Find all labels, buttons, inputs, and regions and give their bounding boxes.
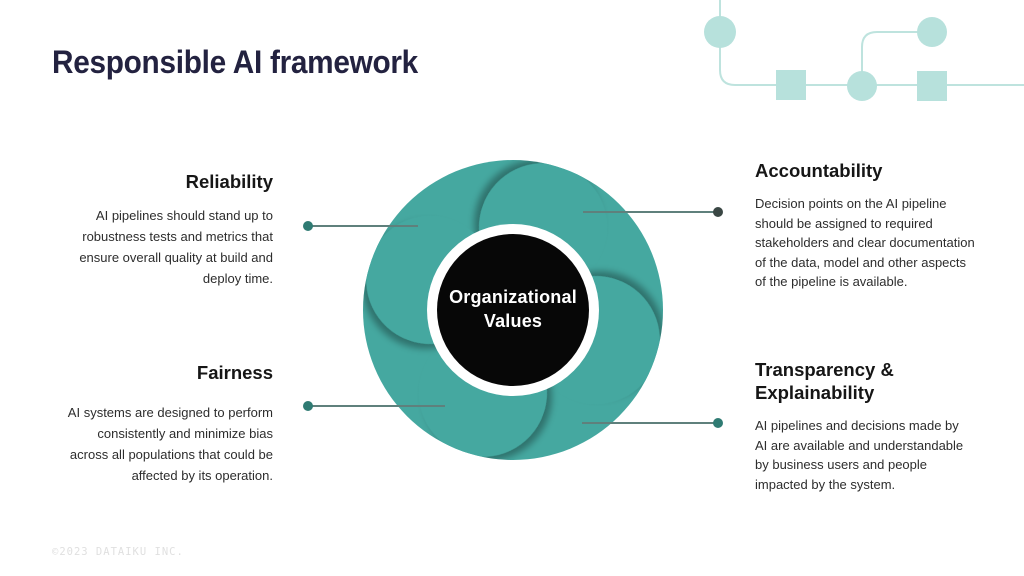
section-accountability: Accountability Decision points on the AI… xyxy=(755,159,977,292)
section-body: AI pipelines should stand up to robustne… xyxy=(79,208,273,286)
section-transparency: Transparency & Explainability AI pipelin… xyxy=(755,358,970,494)
pipeline-decoration xyxy=(704,0,1024,101)
decor-flow-line xyxy=(719,0,1024,86)
connector-line-fairness xyxy=(308,405,445,407)
decor-circle-icon xyxy=(917,17,947,47)
decor-circle-icon xyxy=(847,71,877,101)
organizational-values-diagram xyxy=(363,160,663,460)
connector-dot-accountability xyxy=(713,207,723,217)
copyright-footer: ©2023 DATAIKU INC. xyxy=(52,546,184,558)
connector-line-transparency xyxy=(582,422,718,424)
decor-circle-icon xyxy=(704,16,736,48)
decor-square-icon xyxy=(776,70,806,100)
decor-branch-line xyxy=(861,31,920,85)
section-fairness: Fairness AI systems are designed to perf… xyxy=(58,361,273,486)
section-heading: Reliability xyxy=(185,171,273,192)
section-heading: Transparency & Explainability xyxy=(755,359,894,403)
center-label: Organizational Values xyxy=(413,285,613,333)
section-body: AI pipelines and decisions made by AI ar… xyxy=(755,418,964,492)
connector-dot-reliability xyxy=(303,221,313,231)
section-body: AI systems are designed to perform consi… xyxy=(67,405,273,483)
section-body: Decision points on the AI pipeline shoul… xyxy=(755,196,975,289)
section-reliability: Reliability AI pipelines should stand up… xyxy=(58,170,273,289)
connector-dot-fairness xyxy=(303,401,313,411)
decor-square-icon xyxy=(917,71,947,101)
connector-line-accountability xyxy=(583,211,718,213)
section-heading: Fairness xyxy=(196,362,273,383)
page-title: Responsible AI framework xyxy=(52,44,418,80)
section-heading: Accountability xyxy=(755,160,883,181)
center-label-line2: Values xyxy=(483,311,543,331)
center-circle xyxy=(437,234,589,386)
connector-line-reliability xyxy=(308,225,418,227)
connector-dot-transparency xyxy=(713,418,723,428)
center-label-line1: Organizational xyxy=(449,287,577,307)
